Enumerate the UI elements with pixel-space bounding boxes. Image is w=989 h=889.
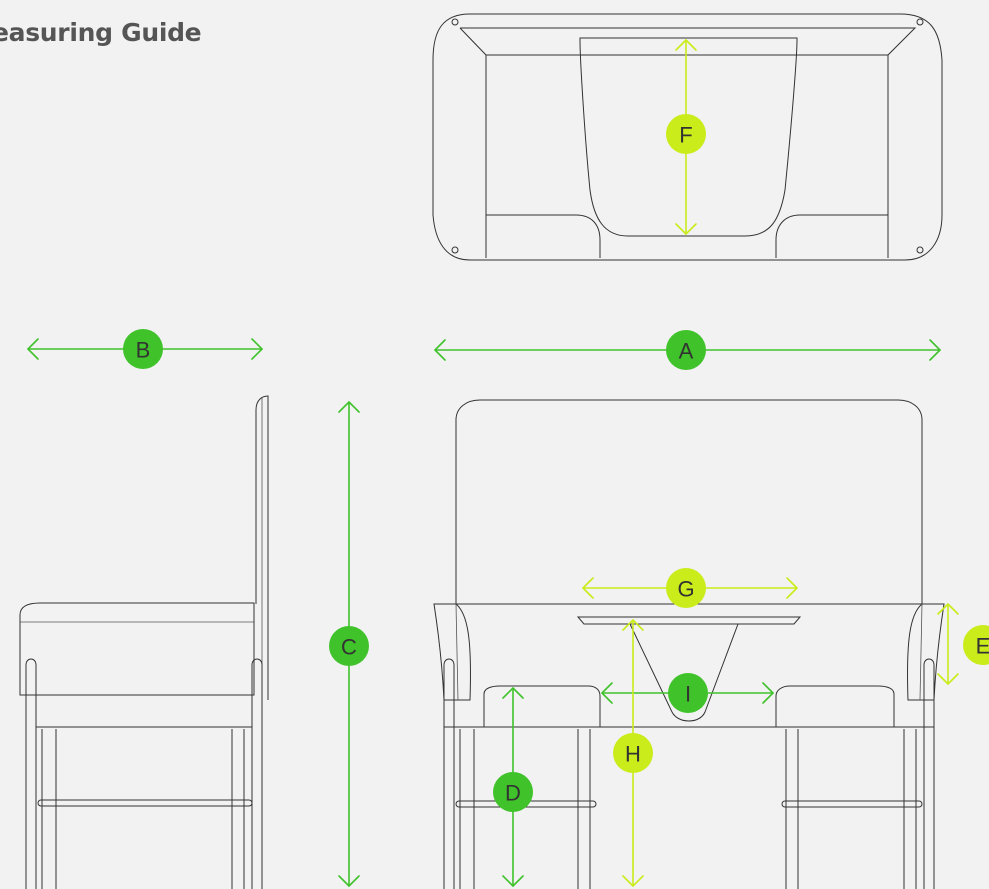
badge-c: C — [329, 626, 369, 666]
side-view-drawing — [19, 395, 269, 889]
page-title: easuring Guide — [0, 18, 202, 47]
badge-b: B — [123, 329, 163, 369]
badge-f: F — [666, 114, 706, 154]
badge-a-label: A — [679, 339, 694, 364]
badge-i-label: I — [685, 682, 691, 707]
front-view-drawing — [433, 399, 945, 889]
badge-f-label: F — [679, 123, 692, 148]
badge-b-label: B — [136, 338, 151, 363]
badge-d: D — [493, 772, 533, 812]
badge-e-label: E — [976, 634, 989, 659]
badge-g: G — [666, 568, 706, 608]
badge-g-label: G — [677, 577, 694, 602]
badge-c-label: C — [341, 635, 357, 660]
badge-e: E — [963, 625, 989, 665]
top-view-drawing — [432, 13, 943, 261]
badge-d-label: D — [505, 781, 521, 806]
badge-a: A — [666, 330, 706, 370]
badge-h-label: H — [625, 742, 641, 767]
dimension-e-arrow — [937, 603, 959, 685]
badge-h: H — [613, 733, 653, 773]
badge-i: I — [668, 673, 708, 713]
